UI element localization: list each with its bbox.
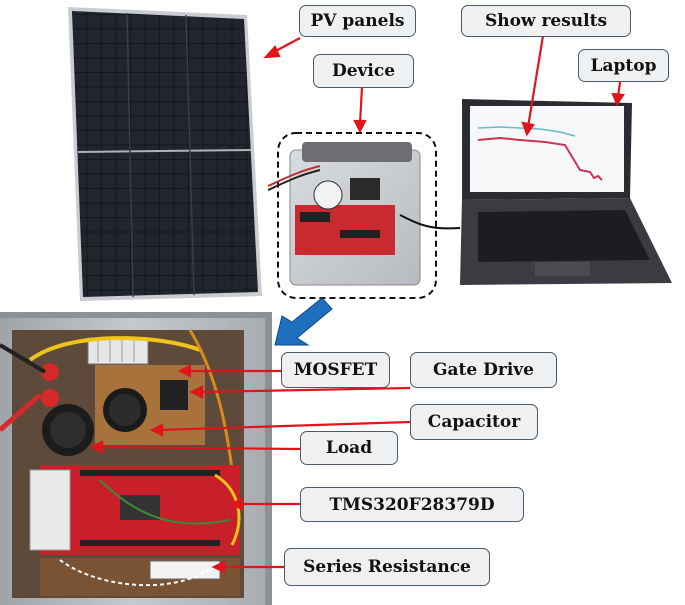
enclosure-photo xyxy=(0,312,272,605)
device-photo xyxy=(267,132,461,299)
show-results-label: Show results xyxy=(461,5,631,37)
device-label: Device xyxy=(313,54,414,88)
mosfet-label: MOSFET xyxy=(281,352,390,388)
blue-arrow xyxy=(274,297,333,346)
series-resistance-label: Series Resistance xyxy=(284,548,490,586)
pv-panel-photo xyxy=(68,7,262,301)
pointer-arrows xyxy=(89,35,625,574)
controller-label: TMS320F28379D xyxy=(300,487,524,522)
load-label: Load xyxy=(300,431,398,465)
capacitor-label: Capacitor xyxy=(410,404,538,440)
pv-panels-label: PV panels xyxy=(299,5,416,37)
laptop-label: Laptop xyxy=(578,49,669,82)
gate-drive-label: Gate Drive xyxy=(410,352,557,388)
laptop-photo xyxy=(460,99,672,285)
